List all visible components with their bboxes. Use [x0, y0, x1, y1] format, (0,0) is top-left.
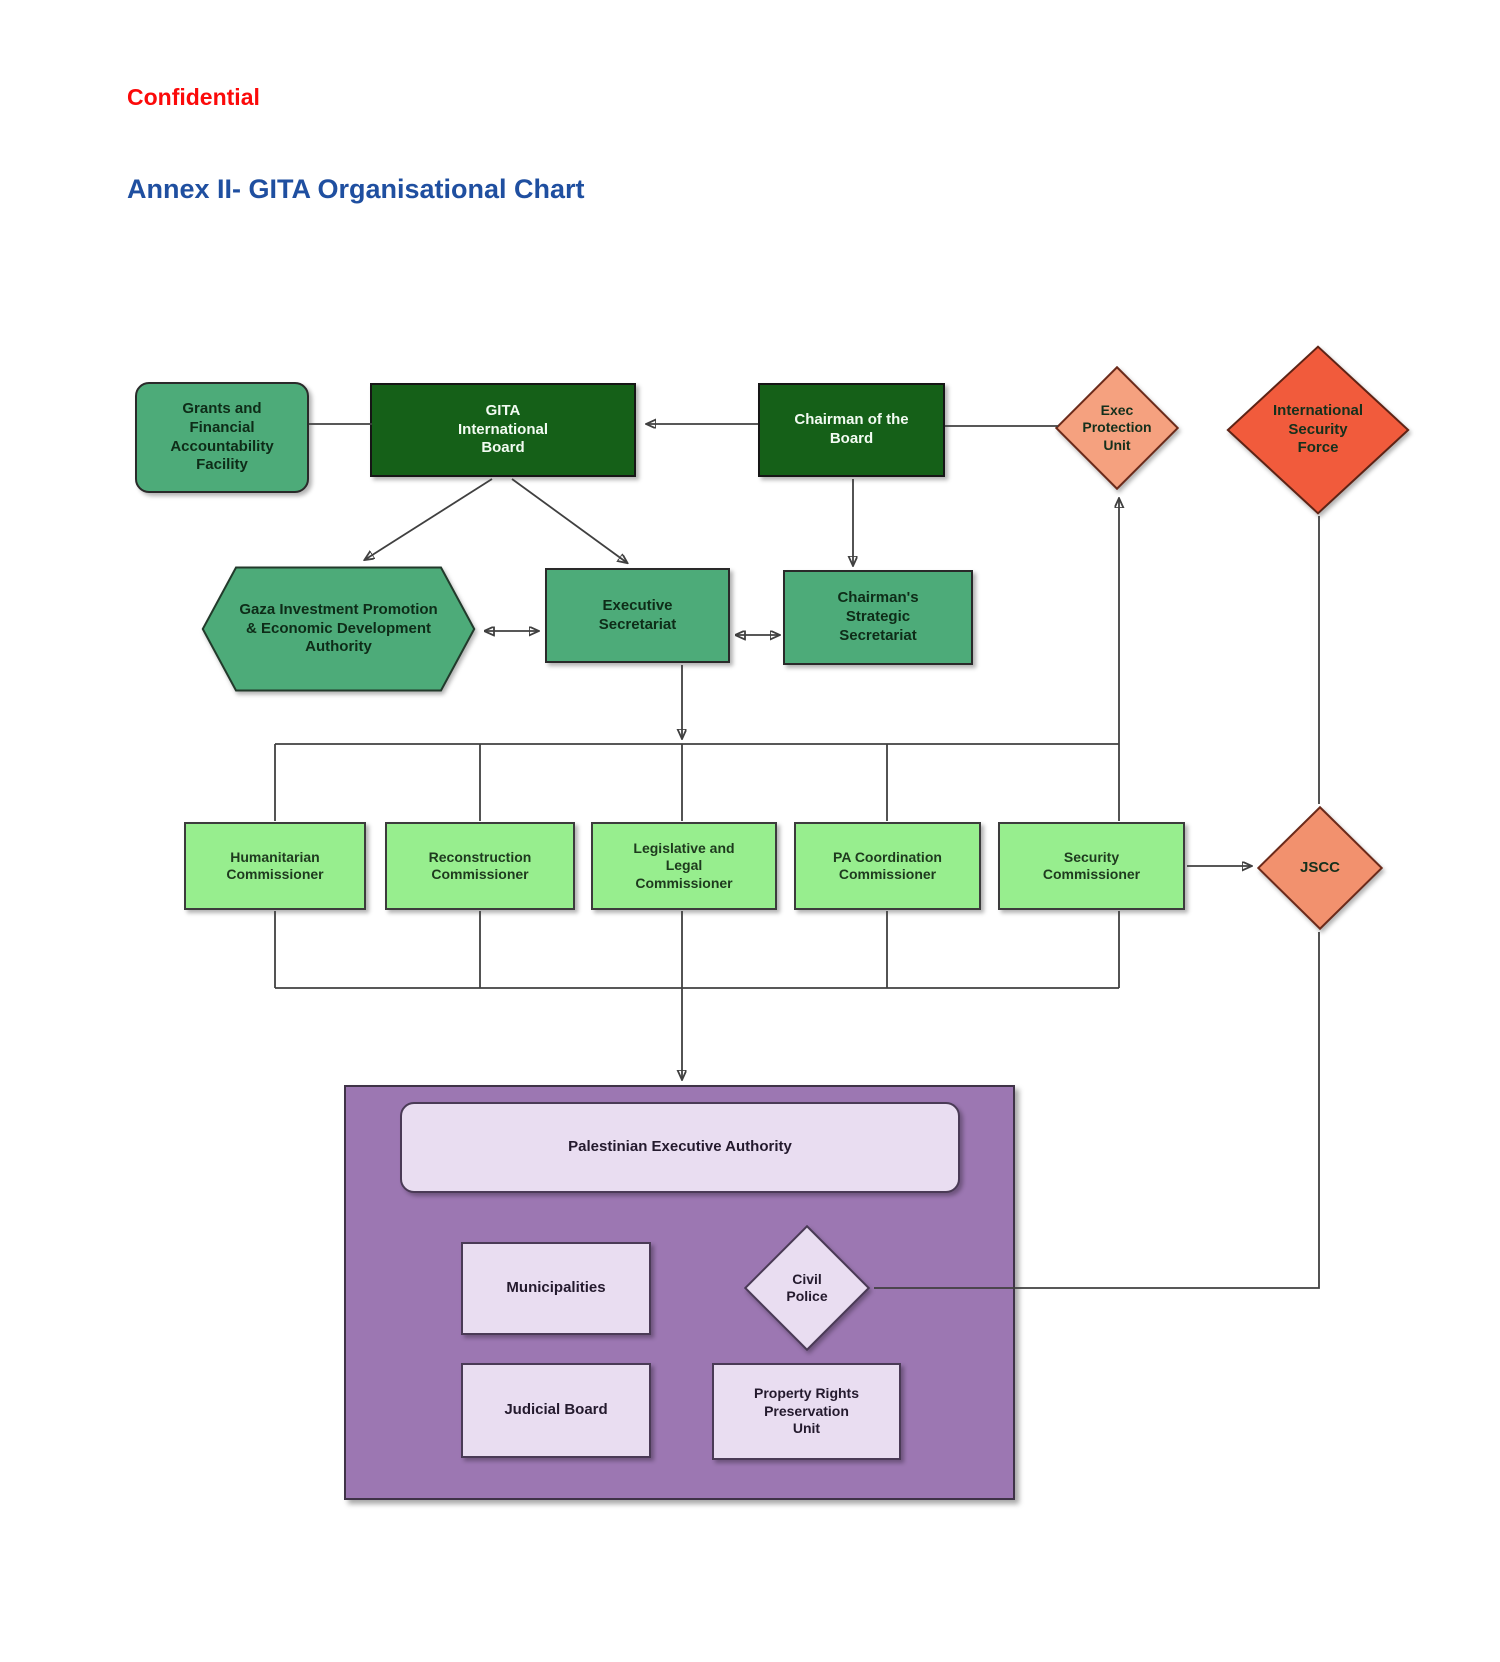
node-humanitarian-commissioner: Humanitarian Commissioner [184, 822, 366, 910]
node-grants-financial-accountability-facility: Grants and Financial Accountability Faci… [135, 382, 309, 493]
diamond-shape [1257, 806, 1383, 930]
node-label: Grants and Financial Accountability Faci… [170, 400, 274, 474]
node-civil-police: Civil Police [744, 1225, 870, 1351]
node-label: Chairman of the Board [794, 411, 909, 447]
node-judicial-board: Judicial Board [461, 1363, 651, 1458]
node-label: Civil Police [786, 1270, 828, 1305]
confidential-label: Confidential [127, 84, 260, 110]
node-property-rights-preservation-unit: Property Rights Preservation Unit [712, 1363, 901, 1460]
node-label: Legislative and Legal Commissioner [633, 839, 735, 891]
node-label: Security Commissioner [1042, 848, 1141, 883]
node-international-security-force: International Security Force [1226, 345, 1410, 515]
node-label: Gaza Investment Promotion & Economic Dev… [239, 600, 438, 656]
node-label: International Security Force [1272, 401, 1363, 457]
node-label: Municipalities [506, 1279, 606, 1297]
node-label: Palestinian Executive Authority [568, 1138, 792, 1156]
node-security-commissioner: Security Commissioner [998, 822, 1185, 910]
diamond-shape [1226, 345, 1410, 515]
diamond-shape [744, 1225, 870, 1351]
node-label: Judicial Board [504, 1401, 608, 1419]
node-chairmans-strategic-secretariat: Chairman's Strategic Secretariat [783, 570, 973, 665]
node-label: Property Rights Preservation Unit [753, 1385, 859, 1437]
node-palestinian-executive-authority: Palestinian Executive Authority [400, 1102, 960, 1193]
node-gaza-investment-promotion-authority: Gaza Investment Promotion & Economic Dev… [200, 565, 477, 693]
node-pa-coordination-commissioner: PA Coordination Commissioner [794, 822, 981, 910]
edge-gita-exec-secretariat [511, 478, 626, 562]
node-gita-international-board: GITA International Board [370, 383, 636, 477]
node-label: Executive Secretariat [598, 596, 677, 633]
node-label: JSCC [1299, 858, 1340, 876]
node-executive-secretariat: Executive Secretariat [545, 568, 730, 663]
node-reconstruction-commissioner: Reconstruction Commissioner [385, 822, 575, 910]
node-exec-protection-unit: Exec Protection Unit [1055, 366, 1179, 490]
node-label: Reconstruction Commissioner [428, 848, 532, 883]
node-label: PA Coordination Commissioner [833, 848, 942, 883]
node-jscc: JSCC [1257, 806, 1383, 930]
node-label: Chairman's Strategic Secretariat [837, 589, 919, 644]
edge-gita-gaza-authority [366, 478, 493, 559]
diamond-shape [1055, 366, 1179, 490]
node-chairman-of-the-board: Chairman of the Board [758, 383, 945, 477]
node-legislative-legal-commissioner: Legislative and Legal Commissioner [591, 822, 777, 910]
hexagon-shape [200, 565, 477, 693]
node-label: GITA International Board [457, 401, 548, 457]
node-label: Humanitarian Commissioner [226, 848, 324, 883]
node-label: Exec Protection Unit [1082, 401, 1152, 453]
node-municipalities: Municipalities [461, 1242, 651, 1335]
page-title: Annex II- GITA Organisational Chart [127, 174, 585, 204]
